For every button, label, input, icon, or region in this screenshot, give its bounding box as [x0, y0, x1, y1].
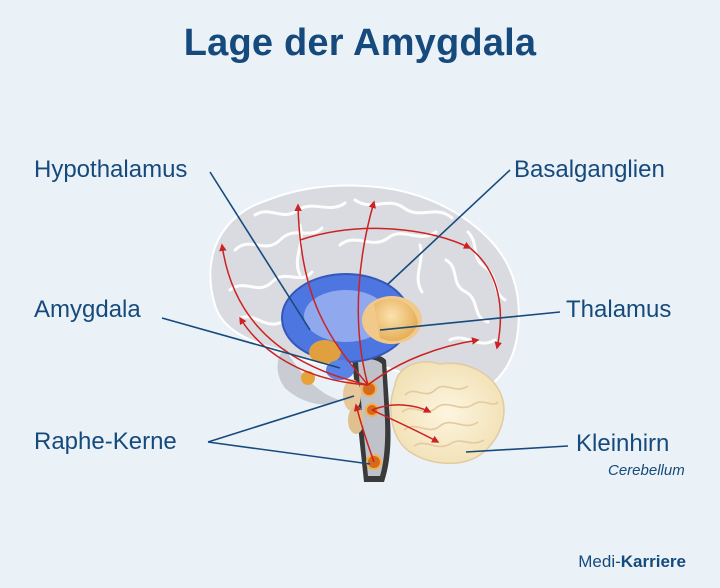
- label-kleinhirn: Kleinhirn: [576, 430, 670, 457]
- label-raphe-kerne: Raphe-Kerne: [34, 428, 177, 455]
- label-thalamus: Thalamus: [566, 296, 672, 323]
- brand-part1: Medi-: [578, 552, 621, 571]
- label-basalganglien: Basalganglien: [514, 156, 665, 183]
- label-hypothalamus: Hypothalamus: [34, 156, 188, 183]
- cerebellum: [390, 361, 505, 465]
- cerebellum-folia: [401, 385, 499, 448]
- label-cerebellum: Cerebellum: [608, 462, 685, 479]
- brand-part2: Karriere: [620, 552, 686, 571]
- leader-lines: [161, 169, 569, 465]
- hypothalamus-shape: [309, 340, 341, 364]
- raphe-nuclei: [361, 381, 382, 470]
- projection-arrows: [219, 200, 502, 463]
- label-amygdala: Amygdala: [34, 296, 141, 323]
- brand-logo: Medi-Karriere: [578, 552, 686, 572]
- page-title: Lage der Amygdala: [183, 22, 537, 64]
